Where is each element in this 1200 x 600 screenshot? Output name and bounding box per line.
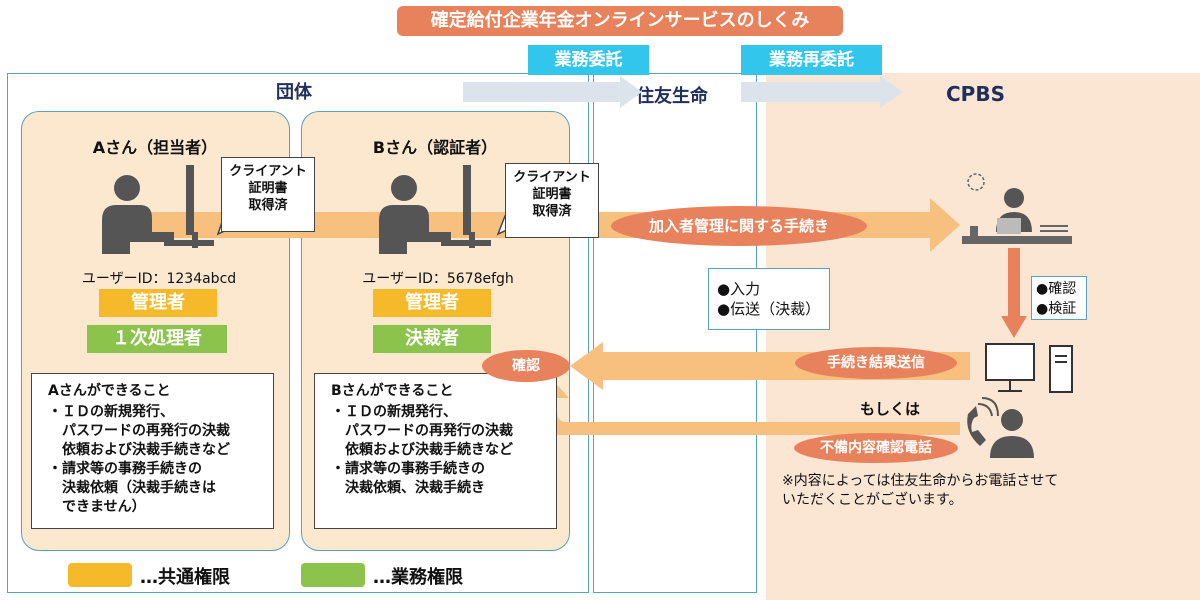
cert-line: クライアント [513,170,591,185]
cando-item: ・ＩＤの新規発行、 パスワードの再発行の決裁 依頼および決裁手続きなど [48,403,263,460]
phone-arrow [533,378,960,435]
person-b-icon [379,165,491,254]
diagram-title: 確定給付企業年金オンラインサービスのしくみ [397,6,843,36]
input-line: ●入力 [717,280,761,298]
cando-line: ・請求等の事務手続きの [331,461,485,477]
verify-line: ●検証 [1036,301,1077,317]
cando-line: 決裁依頼、決裁手続き [345,480,485,496]
cando-line: 依頼および決裁手続きなど [62,442,230,458]
cpbs-region [766,73,1200,600]
input-send-box: ●入力 ●伝送（決裁） [708,268,830,330]
note-line: ※内容によっては住友生命からお電話させて [782,473,1059,489]
procedure-ellipse: 加入者管理に関する手続き [611,206,867,246]
cando-line: ・ＩＤの新規発行、 [331,404,457,420]
result-send-ellipse: 手続き結果送信 [795,347,957,379]
cert-line: 証明書 [532,187,572,202]
person-a-name: Aさん（担当者） [92,138,218,157]
cando-line: ・ＩＤの新規発行、 [48,404,174,420]
person-a-cert-callout: クライアント 証明書 取得済 [221,157,315,232]
legend-common-swatch [68,563,132,587]
cando-line: 依頼および決裁手続きなど [345,442,513,458]
cando-line: ・請求等の事務手続きの [48,461,202,477]
cert-line: 取得済 [532,204,572,219]
person-a-user-id: ユーザーID：1234abcd [81,271,237,287]
phone-person-icon [967,397,1034,458]
person-a-cando-box: Aさんができること ・ＩＤの新規発行、 パスワードの再発行の決裁 依頼および決裁… [31,373,274,529]
cando-item: ・ＩＤの新規発行、 パスワードの再発行の決裁 依頼および決裁手続きなど [331,403,546,460]
person-b-admin-badge: 管理者 [373,289,491,317]
person-b-cando-box: Bさんができること ・ＩＤの新規発行、 パスワードの再発行の決裁 依頼および決裁… [314,373,557,529]
dantai-header: 団体 [276,82,312,103]
legend-business-label: …業務権限 [373,567,463,588]
or-label: もしくは [860,400,921,418]
person-b-name: Bさん（認証者） [372,138,498,157]
cando-item: ・請求等の事務手続きの 決裁依頼、決裁手続き [331,460,546,498]
cert-line: 証明書 [248,181,288,196]
gyomu-saiitaku-tag: 業務再委託 [741,45,882,75]
cpbs-worker-icon [962,173,1072,244]
confirm-verify-box: ●確認 ●検証 [1031,276,1087,320]
gyomu-itaku-tag: 業務委託 [528,45,649,75]
legend-common-label: …共通権限 [140,567,230,588]
cando-title: Bさんができること [331,383,454,399]
phone-note: ※内容によっては住友生命からお電話させて いただくことがございます。 [782,472,1112,510]
sumitomo-header: 住友生命 [636,86,708,107]
cando-line: できません） [62,499,146,515]
sumitomo-region [593,73,757,593]
person-a-role-badge: １次処理者 [87,325,227,353]
send-line: ●伝送（決裁） [717,300,821,318]
note-line: いただくことがございます。 [782,492,963,508]
cando-line: パスワードの再発行の決裁 [345,423,513,439]
confirm-ellipse: 確認 [482,350,570,382]
cando-line: パスワードの再発行の決裁 [62,423,230,439]
computer-icon [985,343,1073,393]
legend-business-swatch [301,563,365,587]
person-b-cert-callout: クライアント 証明書 取得済 [505,163,599,238]
person-b-user-id: ユーザーID：5678efgh [362,271,514,287]
confirm-line: ●確認 [1036,281,1077,297]
cando-line: 決裁依頼（決裁手続きは [62,480,216,496]
phone-ellipse: 不備内容確認電話 [794,433,958,463]
cando-title: Aさんができること [48,383,171,399]
person-a-admin-badge: 管理者 [99,289,217,317]
cpbs-down-arrow [1001,248,1027,338]
itaku-arrow [463,76,642,108]
cpbs-header: CPBS [946,82,1005,106]
saiitaku-arrow [741,76,903,108]
person-a-icon [102,165,214,254]
cert-line: 取得済 [248,198,288,213]
cando-item: ・請求等の事務手続きの 決裁依頼（決裁手続きは できません） [48,460,263,517]
cert-line: クライアント [229,164,307,179]
person-b-role-badge: 決裁者 [373,325,491,353]
